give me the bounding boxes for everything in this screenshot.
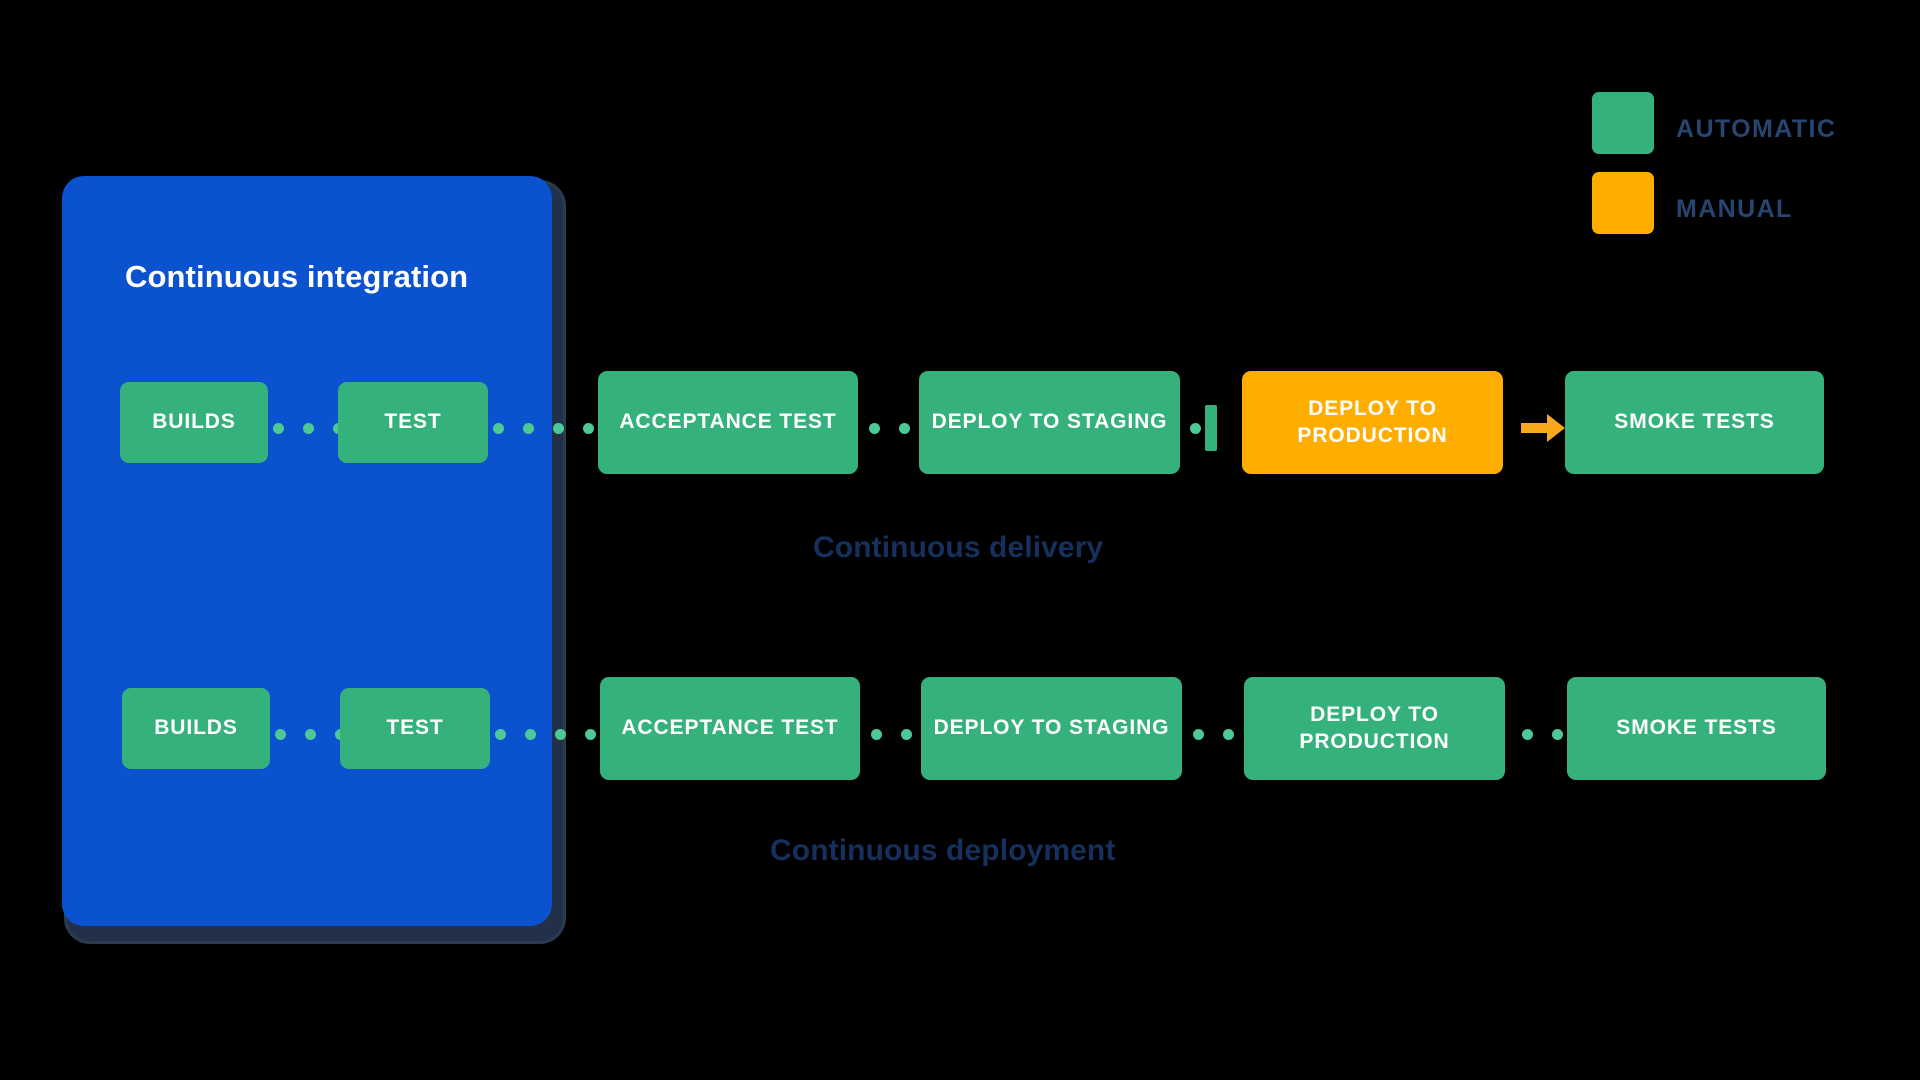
connector-dot bbox=[1193, 728, 1204, 740]
connector-dot bbox=[1190, 422, 1201, 434]
connector-dot bbox=[273, 422, 284, 434]
stage-test-deployment[interactable]: TEST bbox=[340, 688, 490, 769]
legend-label-manual: MANUAL bbox=[1676, 195, 1793, 223]
stage-label: BUILDS bbox=[152, 410, 236, 434]
stage-label: ACCEPTANCE TEST bbox=[621, 716, 839, 740]
arrow-shaft bbox=[1521, 423, 1547, 433]
connector-arrow-production-smoke-delivery bbox=[1521, 414, 1565, 442]
connector-dot bbox=[869, 422, 880, 434]
connector-dot bbox=[583, 422, 594, 434]
stage-builds-delivery[interactable]: BUILDS bbox=[120, 382, 268, 463]
stage-deploy-to-production-deployment[interactable]: DEPLOY TO PRODUCTION bbox=[1244, 677, 1505, 780]
caption-continuous-delivery: Continuous delivery bbox=[813, 531, 1104, 564]
stage-label: SMOKE TESTS bbox=[1614, 410, 1775, 434]
ci-panel-title: Continuous integration bbox=[125, 259, 469, 294]
stage-builds-deployment[interactable]: BUILDS bbox=[122, 688, 270, 769]
stage-smoke-tests-delivery[interactable]: SMOKE TESTS bbox=[1565, 371, 1824, 474]
connector-dot bbox=[1223, 728, 1234, 740]
stage-label: TEST bbox=[386, 716, 444, 740]
connector-dot bbox=[871, 728, 882, 740]
connector-dot bbox=[555, 728, 566, 740]
stage-deploy-to-production-delivery[interactable]: DEPLOY TO PRODUCTION bbox=[1242, 371, 1503, 474]
legend-swatch-manual bbox=[1592, 172, 1654, 234]
stage-label: DEPLOY TO PRODUCTION bbox=[1297, 396, 1448, 447]
legend-swatch-automatic bbox=[1592, 92, 1654, 154]
stage-deploy-to-staging-deployment[interactable]: DEPLOY TO STAGING bbox=[921, 677, 1182, 780]
legend-label-automatic: AUTOMATIC bbox=[1676, 115, 1837, 143]
connector-dot bbox=[899, 422, 910, 434]
stage-label: DEPLOY TO PRODUCTION bbox=[1299, 702, 1450, 753]
stage-label: SMOKE TESTS bbox=[1616, 716, 1777, 740]
stage-label: ACCEPTANCE TEST bbox=[619, 410, 837, 434]
connector-dot bbox=[275, 728, 286, 740]
continuous-integration-panel bbox=[62, 176, 552, 926]
connector-dot bbox=[553, 422, 564, 434]
connector-dot bbox=[523, 422, 534, 434]
stage-smoke-tests-deployment[interactable]: SMOKE TESTS bbox=[1567, 677, 1826, 780]
connector-dot bbox=[305, 728, 316, 740]
stage-label: TEST bbox=[384, 410, 442, 434]
connector-dot bbox=[901, 728, 912, 740]
connector-dot bbox=[495, 728, 506, 740]
manual-gate-bar-icon bbox=[1205, 405, 1217, 451]
connector-dot bbox=[1552, 728, 1563, 740]
connector-dot bbox=[525, 728, 536, 740]
stage-label: DEPLOY TO STAGING bbox=[933, 716, 1170, 740]
connector-dot bbox=[1522, 728, 1533, 740]
stage-label: DEPLOY TO STAGING bbox=[931, 410, 1168, 434]
connector-gate-staging-production-delivery bbox=[1190, 422, 1201, 434]
connector-dot bbox=[493, 422, 504, 434]
connector-dot bbox=[585, 728, 596, 740]
stage-acceptance-test-delivery[interactable]: ACCEPTANCE TEST bbox=[598, 371, 858, 474]
stage-test-delivery[interactable]: TEST bbox=[338, 382, 488, 463]
connector-dot bbox=[303, 422, 314, 434]
caption-continuous-deployment: Continuous deployment bbox=[770, 834, 1116, 867]
stage-acceptance-test-deployment[interactable]: ACCEPTANCE TEST bbox=[600, 677, 860, 780]
stage-deploy-to-staging-delivery[interactable]: DEPLOY TO STAGING bbox=[919, 371, 1180, 474]
arrow-head-icon bbox=[1547, 414, 1565, 442]
stage-label: BUILDS bbox=[154, 716, 238, 740]
